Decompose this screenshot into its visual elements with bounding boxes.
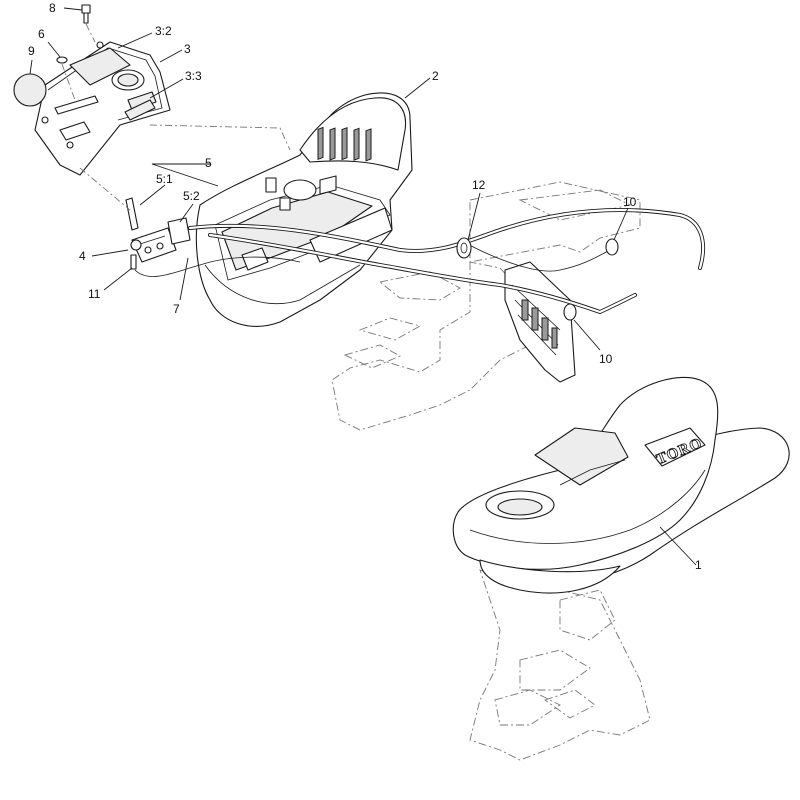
- callout-10-upper: 10: [623, 195, 637, 209]
- console-shroud: TORO: [452, 376, 790, 594]
- callout-2: 2: [432, 69, 439, 83]
- callout-1: 1: [695, 558, 702, 572]
- wire-harness: [134, 208, 706, 315]
- clamp-part-10-lower: [563, 303, 577, 321]
- callout-5-2: 5:2: [183, 189, 200, 203]
- callout-9: 9: [28, 44, 35, 58]
- callout-7: 7: [173, 302, 180, 316]
- knob-part-9: [13, 73, 47, 107]
- bolt-part-8: [81, 4, 91, 24]
- callout-11: 11: [88, 287, 101, 301]
- callout-3: 3: [184, 42, 191, 56]
- screw-part-4: [130, 254, 137, 270]
- housing-ribs: [317, 126, 372, 162]
- clamp-part-10-upper: [605, 238, 619, 256]
- ghost-frame-upper: [331, 181, 641, 431]
- control-panel-plate: [34, 41, 171, 176]
- callout-leaders: [29, 7, 697, 566]
- callout-6: 6: [38, 27, 45, 41]
- grommet-part-12: [456, 237, 472, 259]
- callout-8: 8: [49, 1, 56, 15]
- callout-12: 12: [472, 178, 486, 192]
- callout-5-1: 5:1: [156, 172, 173, 186]
- button-part-6: [56, 56, 68, 64]
- ghost-frame-lower: [469, 569, 651, 761]
- callout-4: 4: [79, 249, 86, 263]
- callout-5: 5: [205, 156, 212, 170]
- console-housing: [195, 92, 413, 327]
- cable-bracket-plate: [504, 261, 576, 383]
- decal-part-3-3: [124, 99, 156, 121]
- callout-labels: 1 2 3 3:2 3:3 4 5 5:1 5:2 6 7 8 9 10 10 …: [28, 1, 702, 572]
- switch-assembly: [125, 197, 191, 263]
- callout-10-lower: 10: [599, 352, 613, 366]
- assembly-lines: [61, 23, 291, 211]
- callout-3-3: 3:3: [185, 69, 202, 83]
- callout-3-2: 3:2: [155, 24, 172, 38]
